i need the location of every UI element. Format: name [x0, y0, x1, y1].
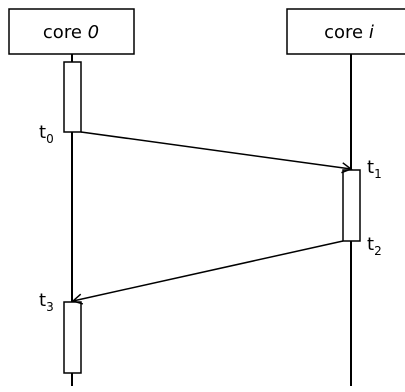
activation-core-0-bottom [63, 301, 82, 374]
message-request-arrow [80, 131, 353, 174]
activation-core-0-top [63, 61, 82, 133]
timestamp-t3: t3 [39, 290, 54, 314]
timestamp-t2: t2 [367, 234, 382, 258]
participant-label-core-i: core i [324, 22, 374, 43]
timestamp-t1: t1 [367, 157, 382, 181]
activation-core-i [342, 169, 361, 242]
participant-label-core-0: core 0 [43, 22, 99, 43]
timestamp-t0: t0 [39, 122, 54, 146]
message-response-arrow [71, 240, 344, 305]
participant-core-0: core 0 [8, 8, 135, 55]
participant-core-i: core i [286, 8, 405, 55]
